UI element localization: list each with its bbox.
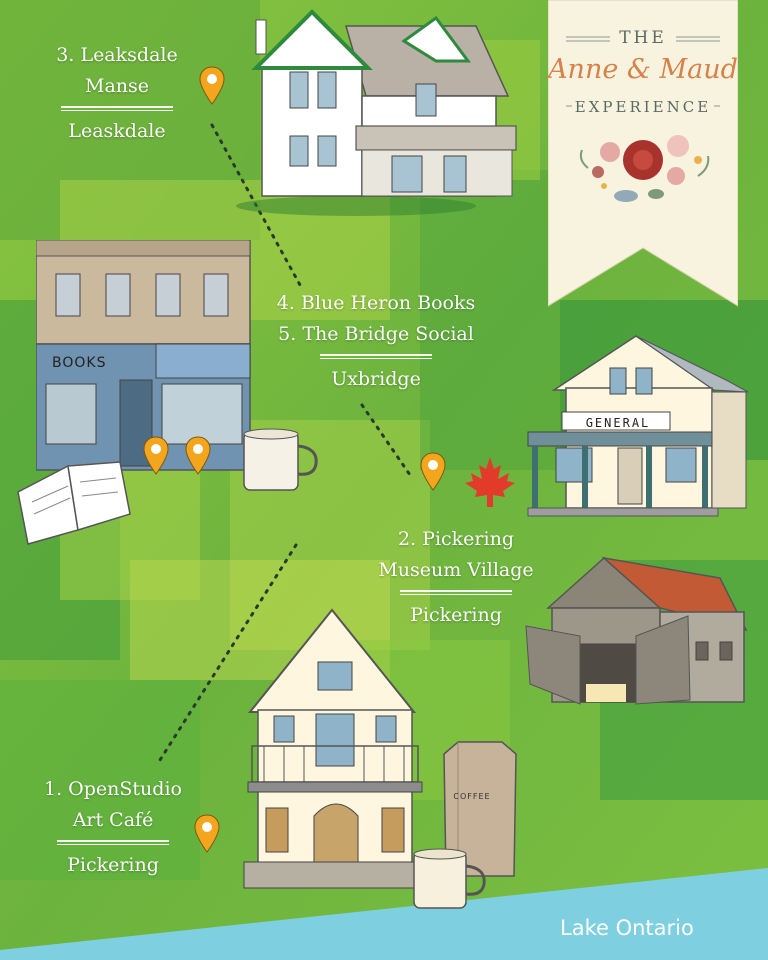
coffee-mug-icon: [243, 428, 318, 491]
map-pin-icon[interactable]: [143, 436, 169, 476]
banner-experience: EXPERIENCE: [574, 98, 712, 116]
label-divider: [61, 106, 173, 111]
leaskdale-manse-illustration: [236, 9, 517, 216]
stop-town: Pickering: [410, 604, 502, 626]
lake-ontario-label: Lake Ontario: [560, 916, 694, 940]
banner-title: Anne & Maud: [548, 54, 738, 85]
stop-town: Pickering: [67, 854, 159, 876]
stop-town: Uxbridge: [331, 368, 421, 390]
stop-name: 4. Blue Heron Books 5. The Bridge Social: [276, 292, 476, 345]
map-pin-icon[interactable]: [194, 814, 220, 854]
maple-leaf-icon: [465, 457, 515, 507]
map-pin-icon[interactable]: [199, 66, 225, 106]
books-sign: BOOKS: [52, 355, 107, 371]
stop-label-openstudio-art-cafe[interactable]: 1. OpenStudio Art Café Pickering: [28, 774, 198, 881]
openstudio-house-illustration: [243, 608, 427, 889]
title-banner: THE Anne & Maud EXPERIENCE: [548, 0, 738, 310]
label-divider: [400, 590, 512, 595]
label-divider: [320, 354, 432, 359]
coffee-bag-label: COFFEE: [453, 792, 491, 801]
stop-name: 3. Leaksdale Manse: [56, 44, 178, 97]
map-pin-icon[interactable]: [420, 452, 446, 492]
flower-bouquet-icon: [579, 135, 710, 202]
general-store-illustration: [527, 335, 749, 517]
stop-name: 1. OpenStudio Art Café: [44, 778, 182, 831]
coffee-mug-icon: [413, 848, 486, 909]
stop-label-leaskdale-manse[interactable]: 3. Leaksdale Manse Leaskdale: [42, 40, 192, 147]
label-divider: [57, 840, 169, 845]
open-book-icon: [17, 461, 131, 545]
general-sign: GENERAL: [585, 416, 651, 430]
stop-label-uxbridge[interactable]: 4. Blue Heron Books 5. The Bridge Social…: [258, 288, 494, 395]
banner-the: THE: [619, 28, 667, 48]
map-pin-icon[interactable]: [185, 436, 211, 476]
stop-name: 2. Pickering Museum Village: [378, 528, 534, 581]
barn-illustration: [525, 556, 748, 705]
stop-town: Leaskdale: [68, 120, 166, 142]
stop-label-pickering-museum-village[interactable]: 2. Pickering Museum Village Pickering: [356, 524, 556, 631]
